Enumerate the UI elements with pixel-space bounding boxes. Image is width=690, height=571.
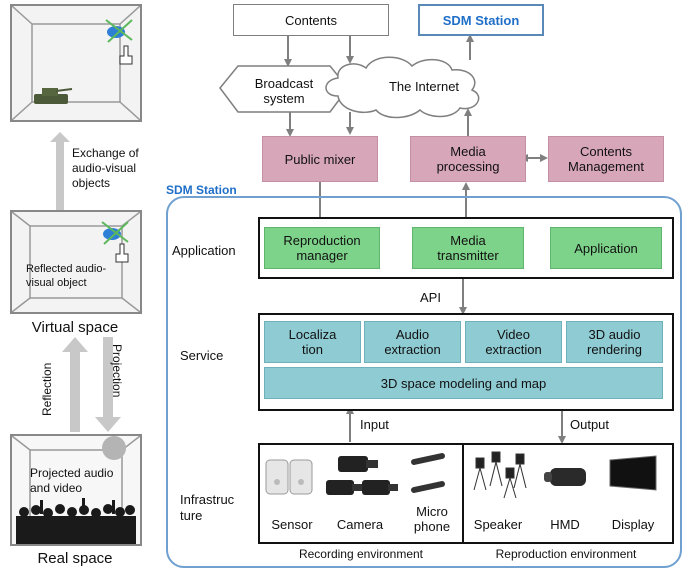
application-box-label: Application (574, 240, 638, 256)
hand-cursor-icon-middle (115, 243, 129, 263)
projected-line1: Projected audio (30, 466, 114, 480)
public-mixer-label: Public mixer (284, 151, 356, 167)
virtual-space-label: Virtual space (31, 319, 119, 336)
microphone-label: Micro phone (404, 504, 460, 534)
media-processing-line1: Media (450, 144, 486, 159)
insect-icon-middle (101, 221, 129, 245)
sdm-station-top-box: SDM Station (418, 4, 544, 36)
virtual-cube-middle: Reflected audio- visual object (10, 210, 142, 314)
audio-extraction-line1: Audio (395, 327, 430, 342)
media-transmitter-line1: Media (450, 233, 486, 248)
localization-box: Localiza tion (264, 321, 361, 363)
reproduction-manager-line1: Reproduction (283, 233, 361, 248)
sdm-station-top-label: SDM Station (442, 12, 520, 28)
projection-label: Projection (110, 344, 124, 398)
video-extraction-line1: Video (496, 327, 530, 342)
hmd-label: HMD (550, 517, 580, 532)
exchange-line1: Exchange of (72, 146, 139, 160)
exchange-line3: objects (72, 176, 111, 190)
application-box: Application (550, 227, 662, 269)
reflected-line2: visual object (26, 277, 87, 289)
internet-cloud (325, 56, 480, 119)
reflected-label: Reflected audio- visual object (26, 262, 106, 290)
insect-icon (105, 19, 133, 43)
reproduction-env-label: Reproduction environment (495, 547, 637, 561)
media-transmitter-line2: transmitter (437, 248, 499, 263)
broadcast-label: Broadcast system (238, 76, 330, 106)
microphone-line2: phone (413, 519, 451, 534)
reflection-arrow (62, 337, 88, 432)
virtual-cube-top (10, 4, 142, 122)
audio3d-rendering-box: 3D audio rendering (566, 321, 663, 363)
microphone-line1: Micro (416, 504, 448, 519)
broadcast-line1: Broadcast (254, 76, 314, 91)
contents-management-line2: Management (568, 159, 644, 174)
video-extraction-line2: extraction (485, 342, 542, 357)
application-layer-label: Application (172, 243, 236, 258)
internet-label: The Internet (388, 79, 460, 94)
hand-cursor-icon (119, 45, 133, 65)
video-extraction-box: Video extraction (465, 321, 562, 363)
real-space-cube: Projected audio and video (10, 434, 142, 546)
recording-env-label: Recording environment (298, 547, 424, 561)
cube-middle-lines (12, 212, 140, 312)
display-label: Display (611, 517, 655, 532)
input-label: Input (360, 417, 389, 432)
infra-line1: Infrastruc (180, 492, 235, 507)
hmd-icon (544, 468, 586, 486)
audio3d-line1: 3D audio (588, 327, 641, 342)
reflected-line1: Reflected audio- (26, 263, 107, 275)
speaker-icon (473, 451, 527, 499)
projector-icon (102, 436, 126, 460)
output-label: Output (570, 417, 610, 432)
contents-box: Contents (233, 4, 389, 36)
speaker-label: Speaker (473, 517, 523, 532)
display-icon (609, 455, 657, 491)
audio3d-line2: rendering (587, 342, 642, 357)
cube-top-objects (34, 19, 133, 104)
reproduction-manager-line2: manager (296, 248, 348, 263)
sensor-icon (265, 459, 313, 495)
sdm-station-container (166, 196, 682, 568)
broadcast-line2: system (263, 91, 305, 106)
space-modeling-box: 3D space modeling and map (264, 367, 663, 399)
camera-label: Camera (336, 517, 384, 532)
audio-extraction-line2: extraction (384, 342, 441, 357)
projection-arrow (95, 337, 121, 432)
contents-management-line1: Contents (579, 144, 633, 159)
audio-extraction-box: Audio extraction (364, 321, 461, 363)
reflection-label: Reflection (40, 362, 54, 416)
service-layer-label: Service (180, 348, 224, 363)
localization-line1: Localiza (288, 327, 337, 342)
real-space-label: Real space (37, 550, 113, 567)
microphone-icon (411, 453, 445, 493)
sdm-station-title: SDM Station (166, 183, 237, 197)
recording-devices (265, 453, 445, 495)
localization-line2: tion (302, 342, 323, 357)
crowd-silhouette (16, 498, 136, 544)
contents-management-box: Contents Management (548, 136, 664, 182)
projected-label: Projected audio and video (30, 466, 113, 496)
api-label: API (420, 290, 441, 305)
contents-label: Contents (284, 12, 338, 28)
media-transmitter-box: Media transmitter (412, 227, 524, 269)
space-modeling-label: 3D space modeling and map (380, 375, 547, 391)
tank-icon (34, 88, 73, 104)
infrastructure-layer-label: Infrastruc ture (180, 492, 234, 524)
infra-line2: ture (180, 508, 203, 523)
camera-icon (326, 456, 398, 495)
real-cube-scene (12, 436, 140, 544)
exchange-arrow (50, 132, 70, 231)
exchange-line2: audio-visual (72, 161, 137, 175)
reproduction-devices (473, 451, 657, 499)
sensor-label: Sensor (271, 517, 313, 532)
public-mixer-box: Public mixer (262, 136, 378, 182)
media-processing-box: Media processing (410, 136, 526, 182)
exchange-label: Exchange of audio-visual objects (72, 146, 139, 191)
projected-line2: and video (30, 481, 83, 495)
reproduction-manager-box: Reproduction manager (264, 227, 380, 269)
media-processing-line2: processing (436, 159, 500, 174)
